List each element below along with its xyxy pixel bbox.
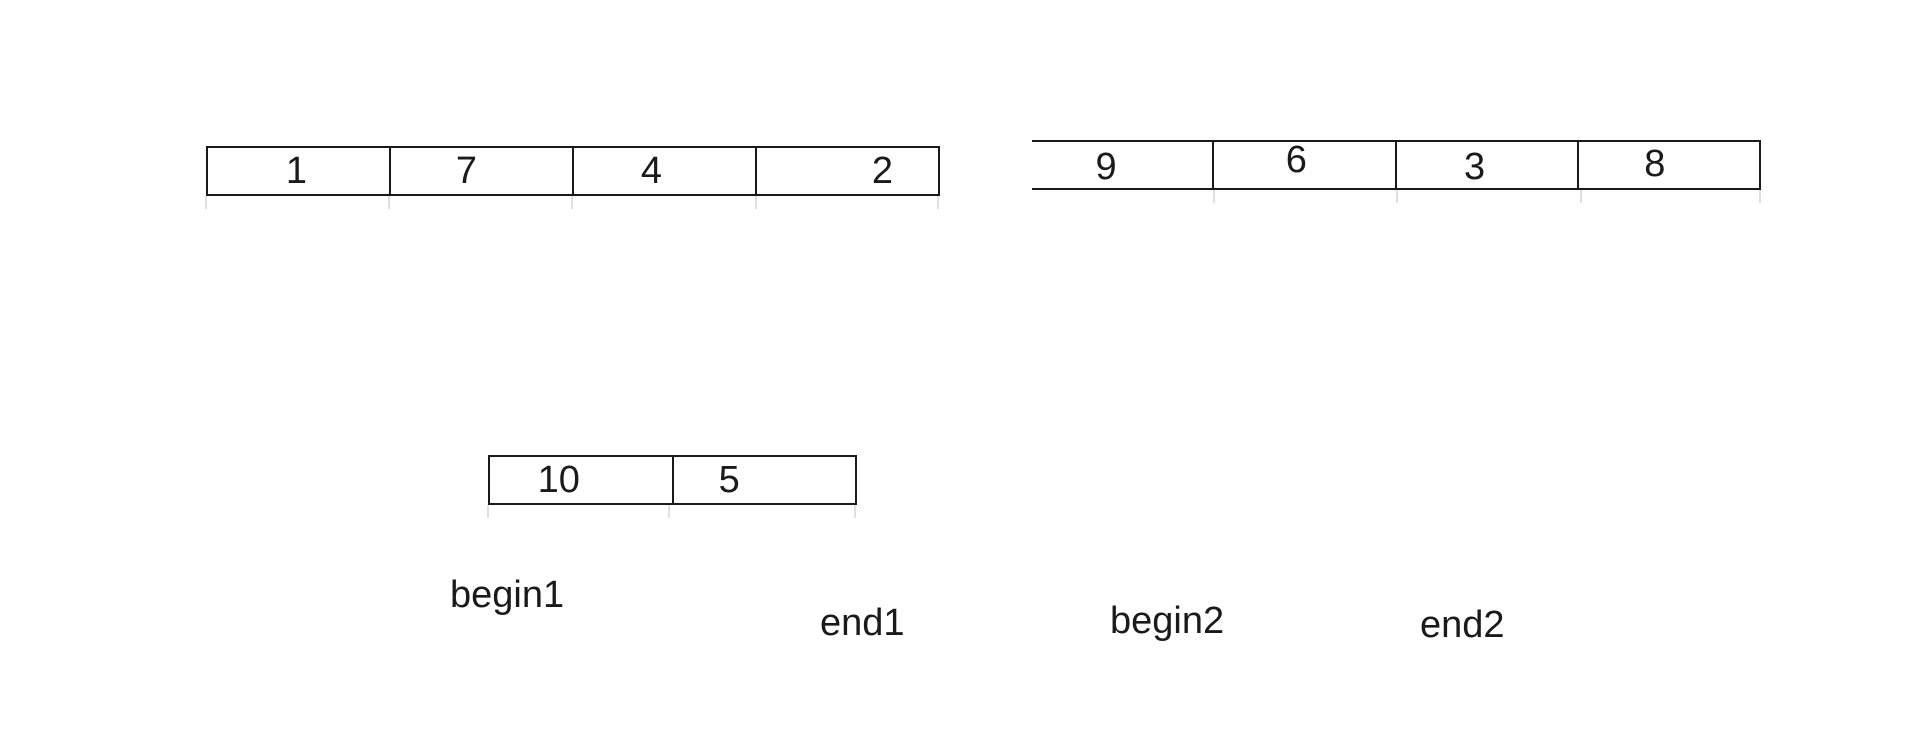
array-cell: 6	[1214, 139, 1397, 188]
array-cell: 7	[391, 148, 574, 194]
array-cell: 4	[574, 148, 757, 194]
label-begin1: begin1	[450, 574, 565, 616]
shadow-tick	[668, 505, 670, 518]
cell-value: 7	[455, 150, 478, 192]
array-cell: 10	[490, 457, 674, 503]
array-cell: 9	[1032, 142, 1215, 188]
sequence2-array: 9 6 3 8	[1032, 140, 1761, 190]
array-cell: 5	[674, 457, 856, 503]
shadow-tick	[1759, 190, 1761, 203]
array-cell: 1	[208, 148, 391, 194]
shadow-tick	[1580, 190, 1582, 203]
label-begin2: begin2	[1110, 600, 1225, 642]
cell-value: 10	[537, 459, 580, 501]
cell-value: 8	[1644, 143, 1666, 185]
label-end2: end2	[1420, 604, 1505, 646]
cell-value: 1	[285, 150, 308, 192]
array-cell: 8	[1579, 142, 1759, 188]
array-cell: 3	[1397, 142, 1579, 188]
cell-value: 2	[871, 150, 894, 192]
shadow-tick	[487, 505, 489, 518]
shadow-tick	[1396, 190, 1398, 203]
sequence1-array: 1 7 4 2	[206, 146, 940, 196]
cell-value: 5	[718, 459, 740, 501]
cell-value: 6	[1285, 139, 1307, 181]
shadow-tick	[854, 505, 856, 518]
cell-value: 3	[1464, 146, 1486, 188]
cell-value: 4	[640, 150, 663, 192]
shadow-tick	[205, 196, 207, 209]
shadow-tick	[755, 196, 757, 209]
shadow-tick	[388, 196, 390, 209]
merged-array: 10 5	[488, 455, 857, 505]
shadow-tick	[937, 196, 939, 209]
cell-value: 9	[1095, 146, 1117, 188]
array-cell: 2	[757, 148, 938, 194]
shadow-tick	[571, 196, 573, 209]
label-end1: end1	[820, 602, 905, 644]
shadow-tick	[1213, 190, 1215, 203]
